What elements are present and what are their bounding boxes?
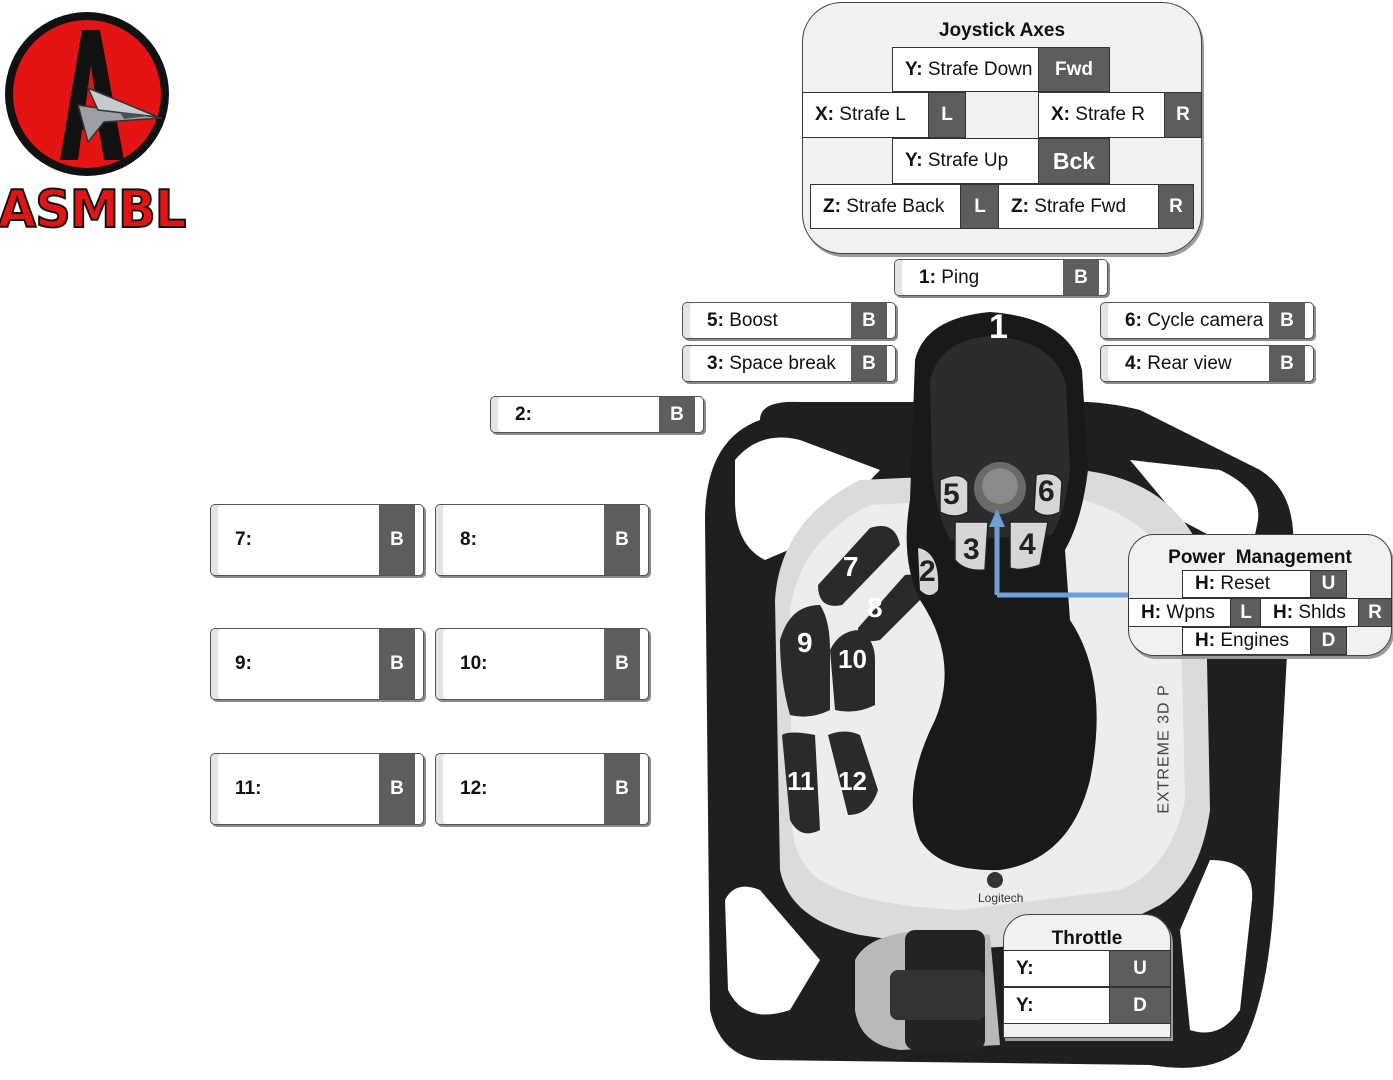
axis-x-right[interactable]: X: Strafe R xyxy=(1038,92,1166,138)
logo-text: ASMBL xyxy=(0,180,185,240)
joystick-label-1: 1 xyxy=(989,308,1008,347)
binding-button-8-key: B xyxy=(604,505,640,575)
power-reset-key: U xyxy=(1310,570,1347,598)
power-reset[interactable]: H: Reset xyxy=(1182,570,1312,598)
joystick-label-8: 8 xyxy=(867,592,883,624)
throttle-title: Throttle xyxy=(1004,928,1170,950)
axis-z-back-key: L xyxy=(960,184,1000,229)
binding-button-4-key: B xyxy=(1269,346,1305,381)
joystick-label-5: 5 xyxy=(943,478,960,512)
binding-button-2[interactable]: 2: B xyxy=(490,396,704,433)
joystick-label-7: 7 xyxy=(843,551,859,583)
binding-button-10-key: B xyxy=(604,629,640,699)
binding-button-6-key: B xyxy=(1269,303,1305,338)
binding-button-10[interactable]: 10: B xyxy=(435,628,649,700)
binding-button-1[interactable]: 1: Ping B xyxy=(894,259,1108,296)
binding-button-9-key: B xyxy=(379,629,415,699)
joystick-brand: Logitech xyxy=(978,891,1023,905)
binding-button-11-key: B xyxy=(379,754,415,824)
throttle-up-key: U xyxy=(1109,950,1171,987)
joystick-label-3: 3 xyxy=(963,533,980,567)
power-wpns-key: L xyxy=(1230,598,1262,627)
binding-button-5[interactable]: 5: Boost B xyxy=(682,302,896,339)
binding-button-3[interactable]: 3: Space break B xyxy=(682,345,896,382)
power-shlds-key: R xyxy=(1358,598,1392,627)
power-shlds[interactable]: H: Shlds xyxy=(1260,598,1360,627)
axis-z-back[interactable]: Z: Strafe Back xyxy=(810,184,962,229)
binding-button-5-key: B xyxy=(851,303,887,338)
binding-button-2-key: B xyxy=(659,397,695,432)
binding-button-11[interactable]: 11: B xyxy=(210,753,424,825)
joystick-model: EXTREME 3D P xyxy=(1156,684,1174,813)
joystick-illustration xyxy=(690,300,1310,1080)
power-engines[interactable]: H: Engines xyxy=(1182,627,1312,655)
throttle-down-key: D xyxy=(1109,987,1171,1024)
hat-pointer-arrow xyxy=(985,505,1135,605)
axis-y-down-key: Fwd xyxy=(1038,47,1110,92)
binding-button-7[interactable]: 7: B xyxy=(210,504,424,576)
axis-z-fwd[interactable]: Z: Strafe Fwd xyxy=(998,184,1160,229)
power-wpns[interactable]: H: Wpns xyxy=(1128,598,1232,627)
binding-button-7-key: B xyxy=(379,505,415,575)
joystick-label-9: 9 xyxy=(797,627,813,659)
binding-button-9[interactable]: 9: B xyxy=(210,628,424,700)
joystick-label-11: 11 xyxy=(787,766,815,797)
axis-x-left[interactable]: X: Strafe L xyxy=(802,92,930,138)
axis-y-up-key: Bck xyxy=(1038,138,1110,184)
axis-y-up[interactable]: Y: Strafe Up xyxy=(892,138,1040,184)
joystick-label-2: 2 xyxy=(919,555,936,589)
power-management-title: Power Management xyxy=(1129,547,1391,569)
axis-x-right-key: R xyxy=(1164,92,1202,138)
power-engines-key: D xyxy=(1310,627,1347,655)
joystick-label-6: 6 xyxy=(1038,475,1055,509)
binding-button-8[interactable]: 8: B xyxy=(435,504,649,576)
binding-button-12-key: B xyxy=(604,754,640,824)
joystick-axes-title: Joystick Axes xyxy=(803,20,1201,42)
joystick-label-12: 12 xyxy=(838,766,867,797)
axis-y-down[interactable]: Y: Strafe Down xyxy=(892,47,1040,92)
axis-z-fwd-key: R xyxy=(1158,184,1194,229)
asmbl-logo: ASMBL xyxy=(0,0,180,240)
throttle-up[interactable]: Y: xyxy=(1003,950,1111,987)
axis-x-left-key: L xyxy=(928,92,966,138)
joystick-label-10: 10 xyxy=(838,644,867,675)
binding-button-3-key: B xyxy=(851,346,887,381)
throttle-down[interactable]: Y: xyxy=(1003,987,1111,1024)
binding-button-1-key: B xyxy=(1063,260,1099,295)
binding-button-6[interactable]: 6: Cycle camera B xyxy=(1100,302,1314,339)
binding-button-4[interactable]: 4: Rear view B xyxy=(1100,345,1314,382)
binding-button-12[interactable]: 12: B xyxy=(435,753,649,825)
